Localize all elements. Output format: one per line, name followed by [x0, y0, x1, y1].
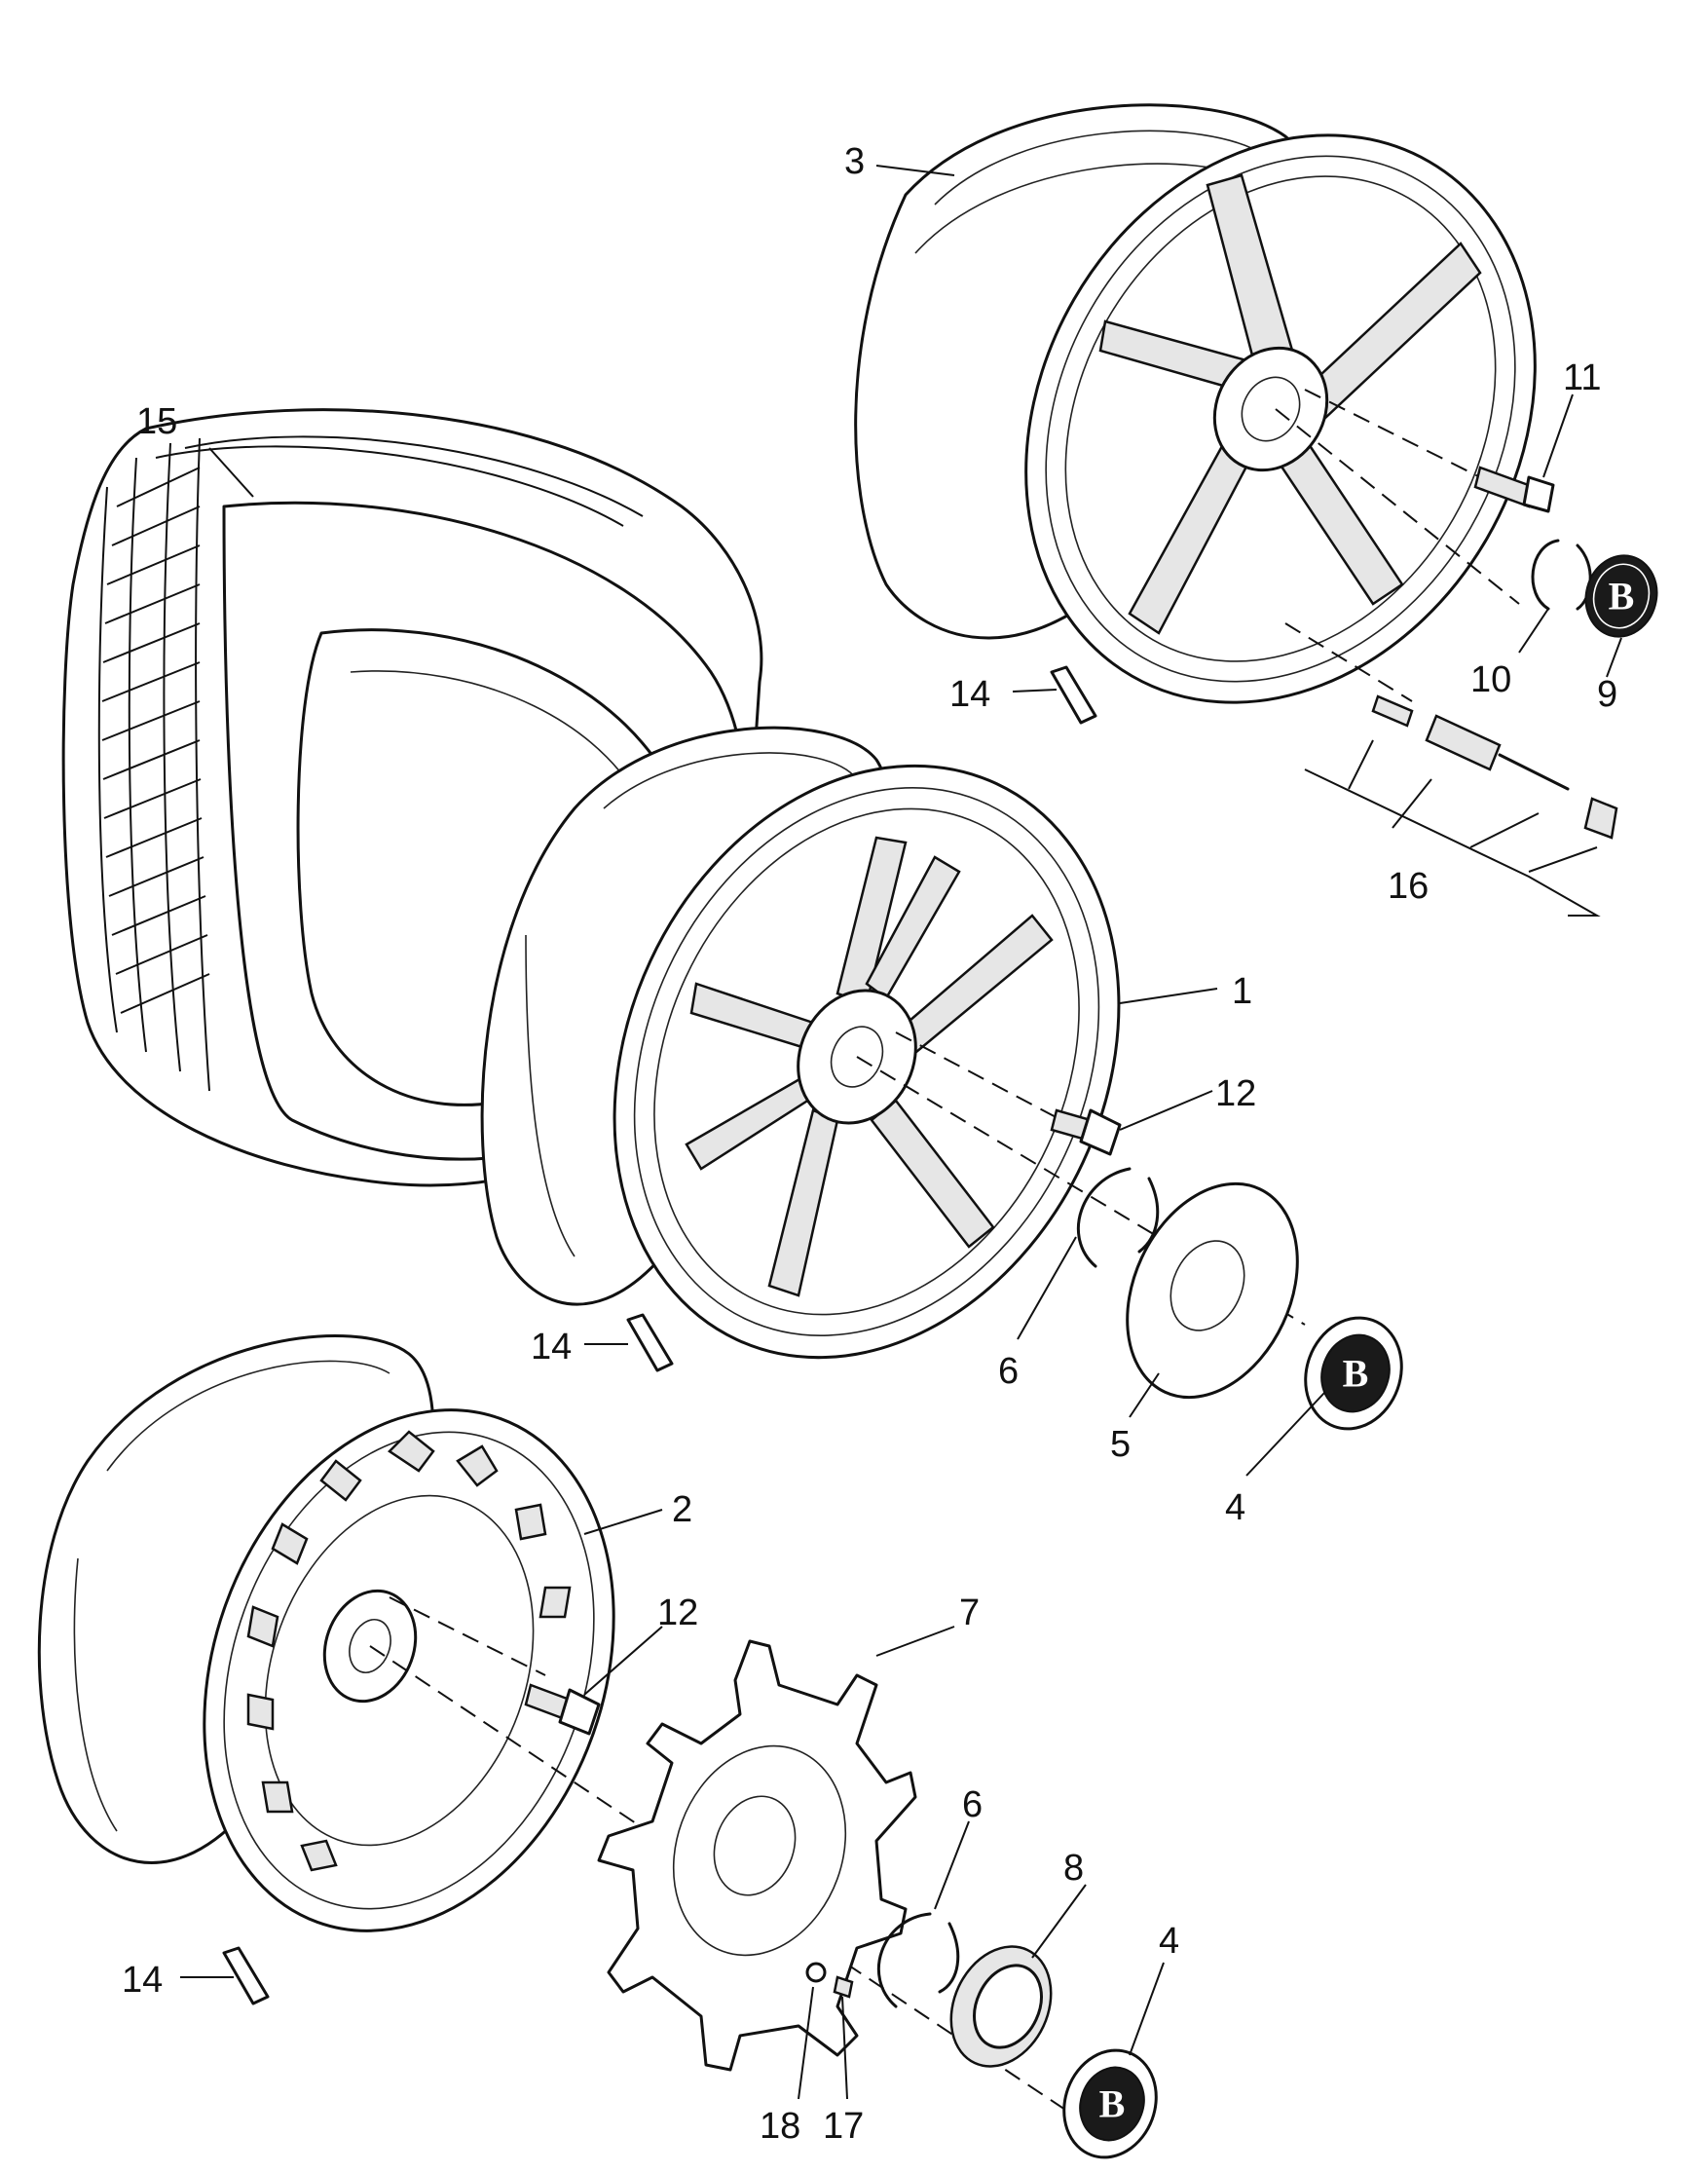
- wheel-bolt-12-upper: [1050, 1108, 1122, 1156]
- centre-badge-4-upper: B: [1304, 1316, 1403, 1431]
- wheel-3-bolt-axis: [1304, 389, 1501, 488]
- balance-weight-14-top: [1050, 665, 1097, 725]
- centre-badge-9: B: [1584, 554, 1658, 638]
- tread-pattern: [97, 435, 644, 1092]
- callout-2: 2: [672, 1489, 692, 1530]
- wheel-3-valve-axis: [1284, 622, 1413, 702]
- callout-16: 16: [1388, 866, 1429, 907]
- callout-10: 10: [1470, 659, 1511, 700]
- circlip-10: [1531, 539, 1592, 611]
- centre-cover-5: [1126, 1181, 1299, 1400]
- callout-12-lower: 12: [657, 1592, 698, 1633]
- wheel-2-slots: [246, 1430, 572, 1872]
- balance-weight-14-bottom: [222, 1946, 270, 2005]
- wheel-bolt-12-lower: [524, 1683, 601, 1736]
- callout-18: 18: [760, 2106, 800, 2147]
- wheel-3-center-axis: [1275, 408, 1520, 605]
- callout-7: 7: [959, 1592, 980, 1633]
- callout-17: 17: [823, 2106, 864, 2147]
- callout-4-upper: 4: [1225, 1487, 1245, 1528]
- wheel-1-spokes: [685, 836, 1054, 1297]
- washer-18: [805, 1962, 827, 1983]
- callout-11: 11: [1563, 357, 1601, 398]
- callout-4-lower: 4: [1159, 1921, 1179, 1962]
- wheel-2-bolt-axis: [389, 1596, 546, 1676]
- valve-kit-16: [1304, 694, 1618, 917]
- wheel-1-center-axis: [856, 1056, 1306, 1326]
- hub-cover-7: [597, 1639, 917, 2072]
- wheel-2: [37, 1334, 615, 1932]
- callout-12-upper: 12: [1215, 1073, 1256, 1114]
- wheel-bolt-11: [1473, 466, 1555, 513]
- callout-5: 5: [1110, 1424, 1131, 1465]
- callout-14-top: 14: [949, 674, 990, 715]
- callout-6-lower: 6: [962, 1784, 983, 1825]
- circlip-6-upper: [1077, 1167, 1160, 1268]
- callout-9: 9: [1597, 674, 1617, 715]
- badge-letter-4-upper: B: [1343, 1352, 1369, 1396]
- badge-letter-4-lower: B: [1099, 2082, 1126, 2126]
- badge-letter-9: B: [1609, 575, 1635, 618]
- circlip-6-lower: [877, 1912, 960, 2008]
- leader-lines: [180, 165, 1622, 2100]
- wheel-3: [854, 103, 1537, 704]
- callout-8: 8: [1063, 1848, 1084, 1889]
- callout-1: 1: [1232, 971, 1252, 1012]
- centre-badge-4-lower: B: [1062, 2048, 1158, 2159]
- callout-14-middle: 14: [531, 1327, 572, 1367]
- callout-15: 15: [136, 401, 177, 442]
- callout-3: 3: [844, 141, 865, 182]
- callout-14-bottom: 14: [122, 1960, 163, 2001]
- callout-6-upper: 6: [998, 1351, 1019, 1392]
- wheel-1: [480, 726, 1121, 1360]
- screw-17: [833, 1975, 854, 1999]
- balance-weight-14-middle: [626, 1313, 674, 1372]
- adapter-ring-8: [949, 1945, 1053, 2068]
- callout-labels: 3 15 11 10 9 14 16 1 12 6 5 4 14 2 12 7 …: [122, 141, 1617, 2147]
- wheel-1-bolt-axis: [895, 1031, 1062, 1121]
